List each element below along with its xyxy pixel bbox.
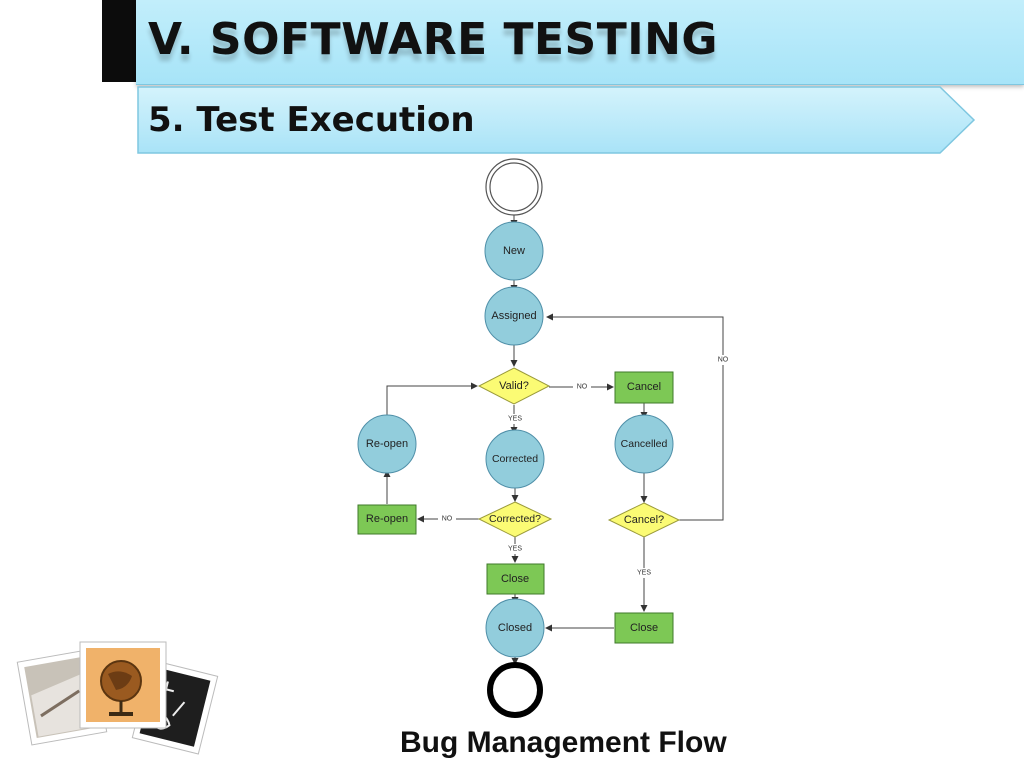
edge-label-valid-yes: YES — [508, 416, 522, 423]
photo-collage — [16, 641, 219, 755]
decision-valid-label: Valid? — [499, 380, 529, 392]
photo-globe — [79, 641, 167, 729]
action-cancel: Cancel — [614, 371, 674, 404]
state-cancelled: Cancelled — [614, 414, 674, 474]
edge-label-corrected-yes: YES — [508, 546, 522, 553]
edge-label-corrected-no: NO — [442, 516, 453, 523]
state-closed: Closed — [485, 598, 545, 658]
action-reopen-label: Re-open — [366, 513, 408, 525]
edge-reopen-valid — [386, 382, 478, 418]
title-accent-bar — [102, 0, 138, 82]
decision-corrected: Corrected? — [477, 501, 553, 538]
decision-valid: Valid? — [477, 367, 551, 405]
action-cancel-label: Cancel — [627, 381, 661, 393]
state-corrected-label: Corrected — [492, 453, 538, 465]
state-closed-label: Closed — [498, 622, 532, 634]
state-assigned: Assigned — [484, 286, 544, 346]
state-assigned-label: Assigned — [491, 310, 536, 322]
start-node — [485, 158, 543, 216]
edge-cancel-no-assigned — [546, 313, 724, 521]
action-close-left: Close — [486, 563, 545, 595]
slide-title: V. SOFTWARE TESTING — [148, 14, 719, 65]
state-reopen-label: Re-open — [366, 438, 408, 450]
state-new-label: New — [503, 245, 525, 257]
diagram-caption: Bug Management Flow — [400, 726, 727, 759]
action-close-right-label: Close — [630, 622, 658, 634]
slide-subtitle: 5. Test Execution — [148, 100, 475, 140]
state-new: New — [484, 221, 544, 281]
state-cancelled-label: Cancelled — [621, 438, 668, 450]
title-band — [136, 0, 1024, 85]
decision-corrected-label: Corrected? — [489, 513, 541, 525]
action-reopen: Re-open — [357, 504, 417, 535]
decision-cancel-label: Cancel? — [624, 514, 664, 526]
state-corrected: Corrected — [485, 429, 545, 489]
state-reopen: Re-open — [357, 414, 417, 474]
edge-label-cancel-yes: YES — [637, 570, 651, 577]
edge-label-valid-no: NO — [577, 384, 588, 391]
subtitle-banner — [137, 86, 976, 154]
edge-label-cancel-no: NO — [718, 357, 729, 364]
end-node — [487, 662, 543, 718]
action-close-left-label: Close — [501, 573, 529, 585]
decision-cancel: Cancel? — [607, 502, 681, 538]
action-close-right: Close — [614, 612, 674, 644]
